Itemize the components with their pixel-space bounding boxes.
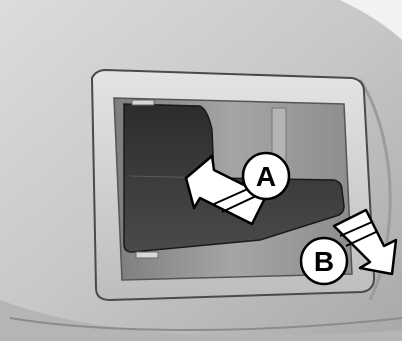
label-a-text: A bbox=[256, 161, 276, 192]
label-b: B bbox=[301, 238, 347, 284]
label-a: A bbox=[243, 153, 289, 199]
label-b-text: B bbox=[314, 246, 334, 277]
